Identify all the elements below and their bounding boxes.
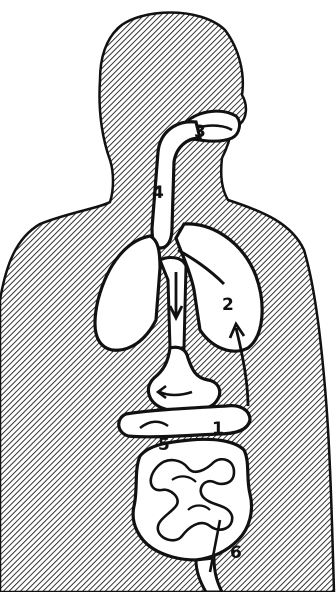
label-6: 6 — [230, 543, 242, 563]
label-5: 5 — [158, 435, 170, 455]
label-1: 1 — [212, 419, 224, 439]
label-4: 4 — [152, 183, 164, 203]
label-2: 2 — [222, 295, 234, 315]
label-3: 3 — [194, 122, 206, 142]
